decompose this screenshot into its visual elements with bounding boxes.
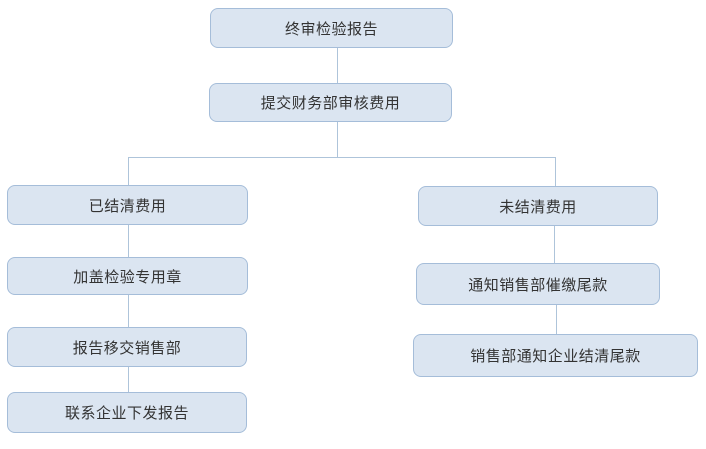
node-stamp: 加盖检验专用章 [7,257,248,295]
connector-unsettled-to-notify [554,226,555,263]
node-notify-sales: 通知销售部催缴尾款 [416,263,660,305]
connector-settled-to-stamp [128,225,129,257]
connector-branch-to-unsettled [555,157,556,186]
node-sales-notify-company: 销售部通知企业结清尾款 [413,334,698,377]
connector-transfer-to-contact [128,367,129,392]
node-unsettled: 未结清费用 [418,186,658,226]
connector-notify-to-sales-notify [556,305,557,334]
node-submit-finance: 提交财务部审核费用 [209,83,452,122]
node-contact-issue: 联系企业下发报告 [7,392,247,433]
connector-stamp-to-transfer [128,295,129,327]
connector-branch-to-settled [128,157,129,185]
connector-submit-to-branch [337,122,338,157]
node-settled: 已结清费用 [7,185,248,225]
connector-branch-horizontal [128,157,556,158]
node-transfer-sales: 报告移交销售部 [7,327,247,367]
connector-final-to-submit [337,48,338,83]
node-final-report: 终审检验报告 [210,8,453,48]
